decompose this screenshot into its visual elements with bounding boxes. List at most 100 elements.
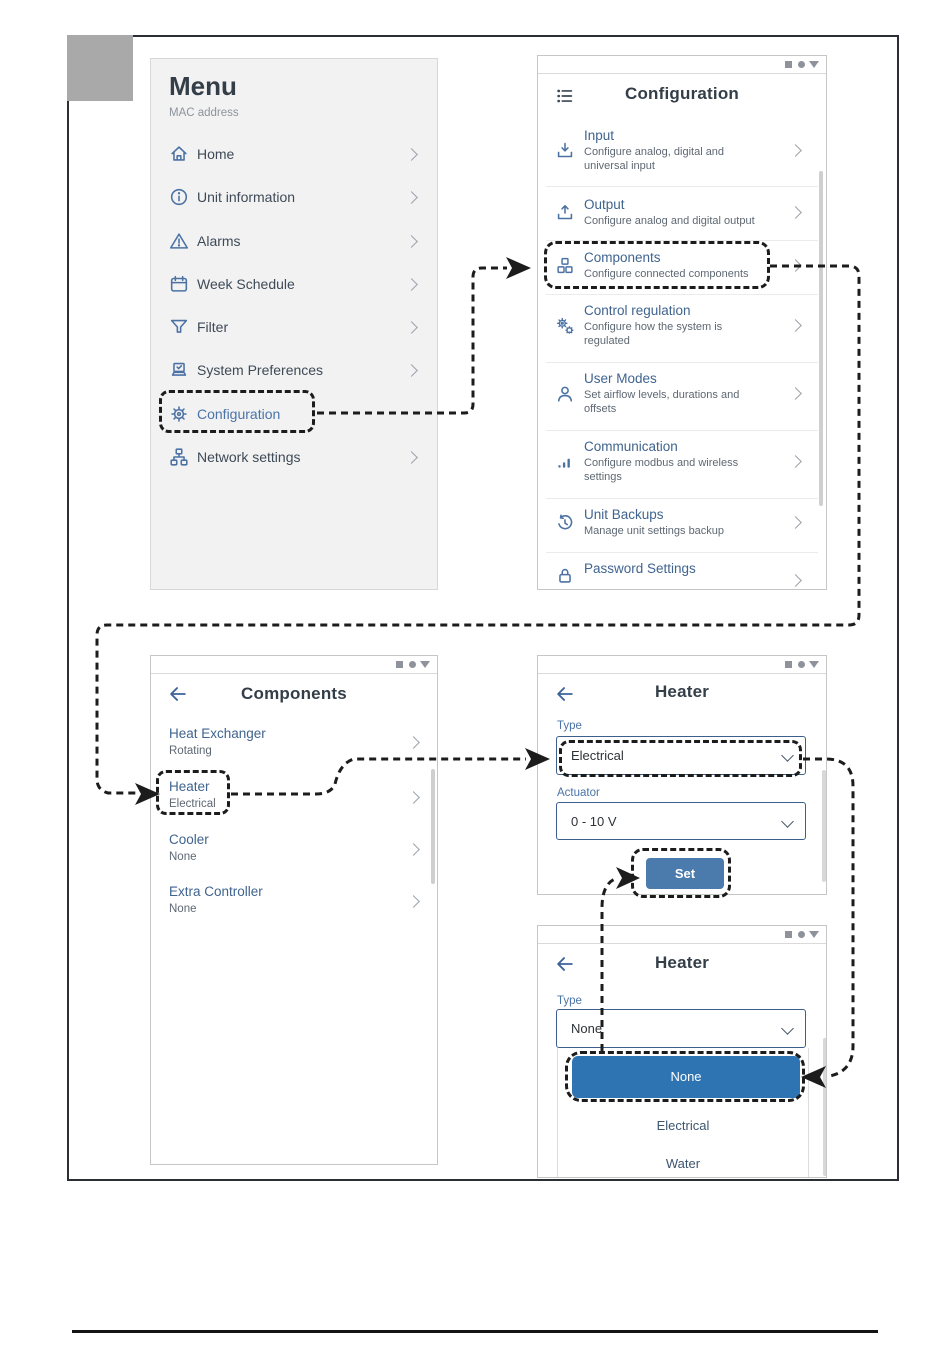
- config-item-title: Control regulation: [584, 303, 691, 318]
- chevron-right-icon: [407, 895, 420, 908]
- divider: [546, 294, 818, 295]
- component-title: Heater: [169, 779, 210, 794]
- chevron-down-icon: [781, 815, 794, 828]
- scrollbar[interactable]: [819, 171, 823, 506]
- config-item-description: Set airflow levels, durations and offset…: [584, 389, 740, 415]
- window-square-icon: [785, 931, 792, 938]
- option-water[interactable]: Water: [665, 1156, 701, 1171]
- window-caret-down-icon: [809, 931, 819, 938]
- config-item-description: Configure how the system is regulated: [584, 321, 723, 347]
- window-caret-down-icon: [809, 661, 819, 668]
- chevron-right-icon: [789, 387, 802, 400]
- page-title: Heater: [654, 953, 710, 972]
- chevron-right-icon: [789, 206, 802, 219]
- component-title: Heat Exchanger: [169, 726, 266, 741]
- menu-item-system-preferences[interactable]: System Preferences: [151, 358, 437, 385]
- window-caret-down-icon: [420, 661, 430, 668]
- component-item-heater[interactable]: Heater Electrical: [151, 779, 437, 819]
- component-item-heat-exchanger[interactable]: Heat Exchanger Rotating: [151, 726, 437, 766]
- config-item-title: User Modes: [584, 371, 657, 386]
- config-item-password-settings[interactable]: Password Settings: [538, 561, 826, 589]
- filter-icon: [168, 316, 190, 338]
- divider: [546, 552, 818, 553]
- chevron-right-icon: [405, 364, 418, 377]
- chevron-right-icon: [789, 144, 802, 157]
- config-item-title: Unit Backups: [584, 507, 664, 522]
- divider: [546, 430, 818, 431]
- window-titlebar: [538, 656, 826, 674]
- mac-address-label: MAC address: [169, 107, 239, 119]
- divider: [546, 362, 818, 363]
- type-select[interactable]: None: [556, 1009, 806, 1048]
- window-titlebar: [151, 656, 437, 674]
- menu-item-label: Unit information: [197, 189, 296, 205]
- component-item-extra-controller[interactable]: Extra Controller None: [151, 884, 437, 924]
- scrollbar[interactable]: [823, 1038, 826, 1176]
- menu-item-label: Home: [197, 146, 235, 162]
- menu-item-label: Network settings: [197, 449, 301, 465]
- component-value: Electrical: [169, 798, 216, 810]
- input-icon: [554, 140, 576, 162]
- config-item-description: Configure analog and digital output: [584, 215, 755, 227]
- menu-item-configuration[interactable]: Configuration: [151, 402, 437, 429]
- signal-bars-icon: [554, 451, 576, 473]
- menu-item-alarms[interactable]: Alarms: [151, 229, 437, 256]
- menu-list-icon[interactable]: [554, 85, 576, 107]
- component-value: None: [169, 851, 197, 863]
- menu-item-unit-information[interactable]: Unit information: [151, 185, 437, 212]
- option-none[interactable]: None: [572, 1056, 800, 1098]
- menu-item-filter[interactable]: Filter: [151, 315, 437, 342]
- gear-icon: [168, 403, 190, 425]
- set-button[interactable]: Set: [646, 858, 724, 889]
- scrollbar[interactable]: [822, 770, 826, 882]
- chevron-right-icon: [405, 191, 418, 204]
- component-title: Cooler: [169, 832, 209, 847]
- divider: [546, 240, 818, 241]
- menu-item-week-schedule[interactable]: Week Schedule: [151, 272, 437, 299]
- config-item-title: Communication: [584, 439, 678, 454]
- page-title: Heater: [654, 682, 710, 701]
- menu-item-network-settings[interactable]: Network settings: [151, 445, 437, 472]
- divider: [546, 186, 818, 187]
- chevron-right-icon: [405, 235, 418, 248]
- component-item-cooler[interactable]: Cooler None: [151, 832, 437, 872]
- menu-panel: Menu MAC address Home Unit information A…: [150, 58, 438, 590]
- page-title: Configuration: [624, 84, 740, 103]
- warning-icon: [168, 230, 190, 252]
- components-panel: Components Heat Exchanger Rotating Heate…: [150, 655, 438, 1165]
- scrollbar[interactable]: [431, 769, 435, 884]
- actuator-select[interactable]: 0 - 10 V: [556, 802, 806, 840]
- control-regulation-icon: [554, 315, 576, 337]
- menu-item-home[interactable]: Home: [151, 142, 437, 169]
- window-titlebar: [538, 56, 826, 74]
- chevron-right-icon: [789, 516, 802, 529]
- heater-panel-electrical: Heater Type Electrical Actuator 0 - 10 V…: [537, 655, 827, 895]
- config-item-description: Configure modbus and wireless settings: [584, 457, 739, 483]
- info-icon: [168, 186, 190, 208]
- type-select[interactable]: Electrical: [556, 736, 806, 775]
- window-circle-icon: [798, 661, 805, 668]
- actuator-label: Actuator: [557, 787, 600, 799]
- type-select-value: None: [571, 1021, 603, 1036]
- output-icon: [554, 202, 576, 224]
- user-icon: [554, 383, 576, 405]
- config-item-title: Password Settings: [584, 561, 696, 576]
- chevron-right-icon: [405, 451, 418, 464]
- component-title: Extra Controller: [169, 884, 263, 899]
- menu-item-label: Alarms: [197, 233, 241, 249]
- back-arrow-icon[interactable]: [554, 953, 576, 975]
- chevron-right-icon: [405, 278, 418, 291]
- window-circle-icon: [798, 61, 805, 68]
- chevron-right-icon: [789, 574, 802, 587]
- divider: [546, 498, 818, 499]
- heater-panel-none: Heater Type None None Electrical Water: [537, 925, 827, 1178]
- option-electrical[interactable]: Electrical: [656, 1118, 710, 1133]
